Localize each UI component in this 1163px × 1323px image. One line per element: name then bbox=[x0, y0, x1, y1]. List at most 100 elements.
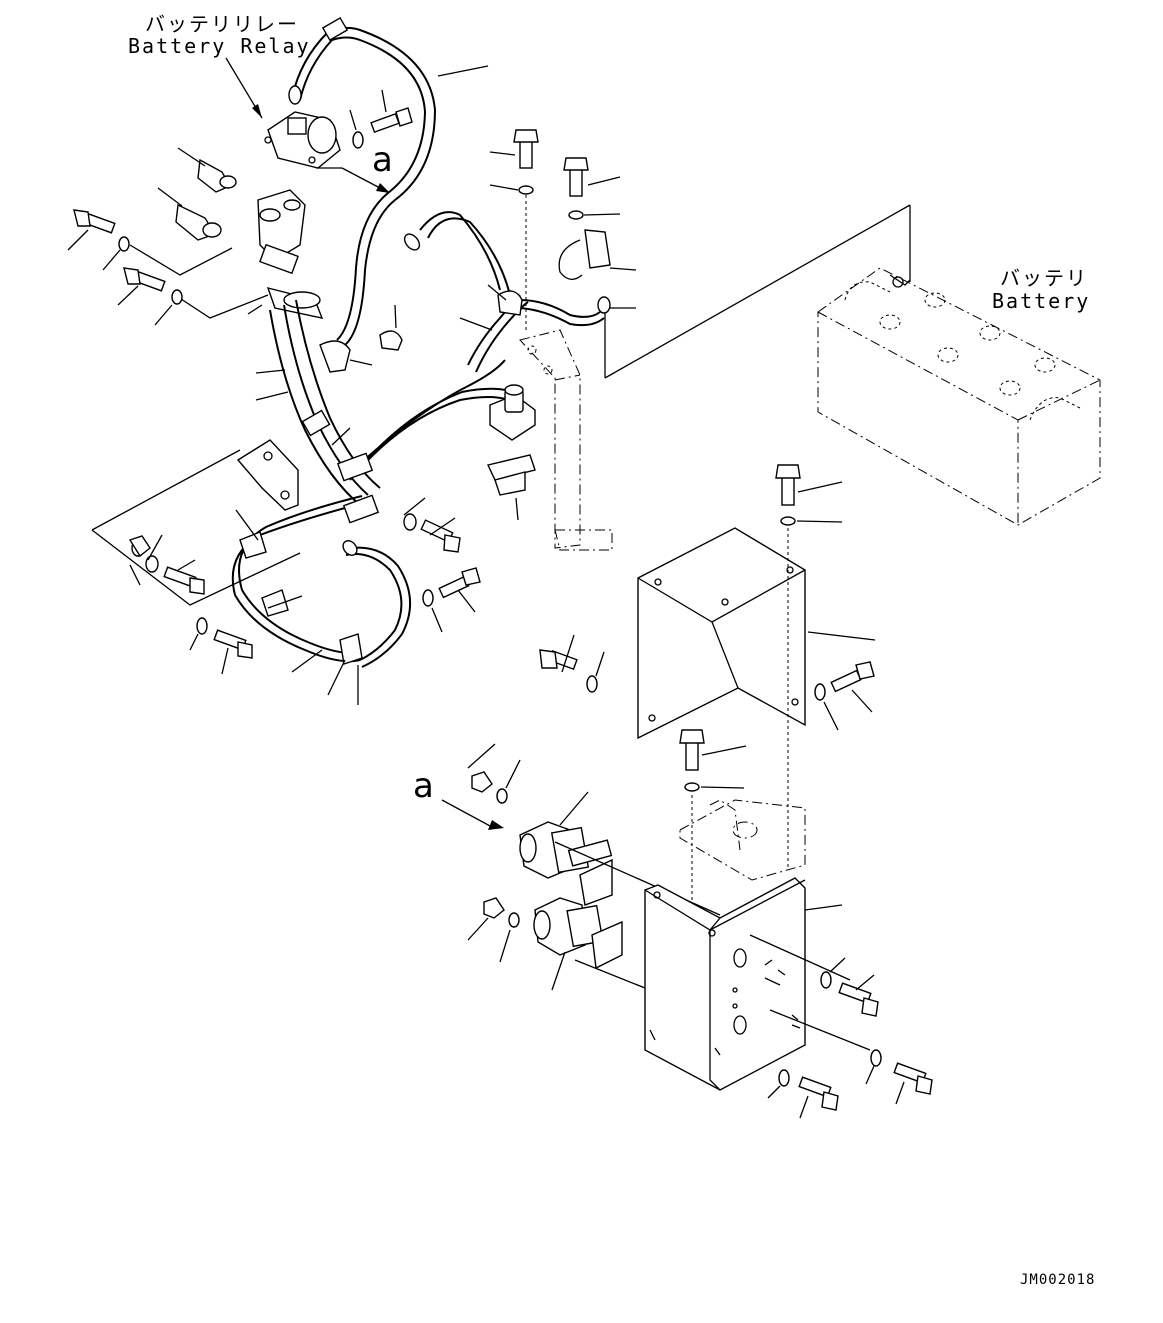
washer-lower-1 bbox=[496, 788, 508, 804]
cable-clamp-1 bbox=[319, 340, 373, 373]
leader-washer-cover-right bbox=[823, 701, 839, 731]
washer-top-center-1 bbox=[518, 185, 534, 195]
leader-clamp-6b bbox=[327, 659, 346, 696]
bolt-cover-top bbox=[775, 464, 843, 506]
leader-harness-5 bbox=[487, 284, 507, 301]
bolt-box-1 bbox=[838, 974, 879, 1017]
relay-lower-2 bbox=[533, 897, 623, 991]
terminal-cap bbox=[558, 229, 637, 280]
leader-left-3 bbox=[247, 304, 263, 315]
bolt-mid-1 bbox=[420, 517, 461, 553]
bolt-left-2 bbox=[117, 267, 166, 306]
leader-washer-mid-1 bbox=[403, 497, 426, 516]
battery-terminal bbox=[889, 274, 911, 288]
nut-left bbox=[128, 535, 151, 586]
leader-washer-lower-2 bbox=[499, 929, 511, 963]
washer-left-4 bbox=[145, 555, 159, 573]
drawing-code: JM002018 bbox=[1020, 1272, 1096, 1288]
view-a-label-bottom: a bbox=[413, 766, 434, 806]
connector-boots bbox=[157, 147, 237, 241]
battery-relay-label-en: Battery Relay bbox=[128, 34, 311, 58]
leader-washer-left-4 bbox=[147, 534, 163, 561]
bolt-relay bbox=[370, 89, 413, 134]
leader-relay-box bbox=[804, 904, 843, 911]
leader-washer-left-1 bbox=[102, 249, 121, 271]
bolt-cover-left bbox=[539, 634, 578, 673]
leader-left-1 bbox=[129, 244, 233, 276]
bracket-left bbox=[236, 439, 299, 511]
washer-left-2 bbox=[171, 289, 183, 305]
leader-washer-top-center-2 bbox=[583, 213, 621, 216]
battery bbox=[817, 267, 1101, 526]
leader-left-2 bbox=[174, 294, 269, 319]
leader-harness-2 bbox=[255, 391, 289, 401]
leader-bracket-1 bbox=[91, 449, 241, 531]
relay-lower-1 bbox=[519, 791, 613, 906]
leader-cover-plate bbox=[807, 631, 876, 641]
cable-top bbox=[288, 16, 437, 346]
leader-clamp-5 bbox=[267, 595, 303, 609]
washer-top-center-2 bbox=[568, 210, 584, 220]
ring-terminal bbox=[597, 296, 636, 314]
bolt-box-3 bbox=[798, 1076, 839, 1119]
cable-clamp-2 bbox=[379, 304, 403, 351]
terminal-block bbox=[257, 189, 324, 319]
bolt-left-3 bbox=[163, 559, 205, 595]
cover-plate bbox=[637, 527, 806, 740]
battery-cable-leader bbox=[604, 204, 911, 379]
battery-relay-label-jp: バッテリリレー bbox=[145, 12, 299, 36]
washer-left-5 bbox=[196, 617, 208, 635]
battery-label-jp: バッテリ bbox=[1000, 266, 1088, 290]
cable-clamp-5 bbox=[261, 589, 289, 617]
bolt-lower-bracket bbox=[679, 729, 747, 771]
leader-washer-box-3 bbox=[767, 1085, 781, 1099]
leader-washer-box-1 bbox=[829, 957, 846, 973]
view-a-line-bottom bbox=[441, 799, 492, 827]
washer-lower-bracket bbox=[684, 782, 700, 792]
leader-washer-cover-left bbox=[595, 651, 605, 677]
view-a-arrow-top bbox=[341, 167, 381, 189]
washer-cover-top bbox=[780, 516, 796, 526]
bolt-top-center-2 bbox=[563, 157, 621, 197]
washer-box-2 bbox=[870, 1049, 882, 1067]
nut-lower-1 bbox=[467, 743, 496, 793]
battery-label-en: Battery bbox=[992, 289, 1091, 313]
relay-box bbox=[644, 877, 806, 1091]
relay-mount-bracket bbox=[487, 384, 536, 521]
bolt-mid-2 bbox=[438, 567, 481, 613]
bolt-cover-right bbox=[830, 661, 875, 713]
bolt-left-4 bbox=[213, 629, 253, 675]
bolt-top-center-1 bbox=[489, 129, 539, 169]
washer-box-1 bbox=[820, 971, 832, 989]
leader-washer-mid-2 bbox=[431, 607, 443, 633]
relay-leader-arrow bbox=[252, 104, 262, 118]
battery-cell-caps bbox=[879, 292, 1056, 396]
leader-washer-left-5 bbox=[189, 633, 199, 651]
leader-harness-3 bbox=[331, 427, 351, 446]
nut-lower-2 bbox=[467, 897, 505, 941]
bolt-box-2 bbox=[893, 1062, 933, 1105]
leader-washer-box-2 bbox=[865, 1065, 875, 1085]
washer-box-3 bbox=[778, 1069, 790, 1087]
washer-cover-right bbox=[814, 683, 826, 701]
leader-harness-4 bbox=[459, 317, 493, 331]
leader-washer-top-center-1 bbox=[489, 184, 519, 191]
main-harness bbox=[231, 211, 605, 668]
washer-lower-2 bbox=[508, 912, 520, 928]
view-a-arrowhead-bottom bbox=[488, 820, 504, 830]
leader-harness-1 bbox=[255, 369, 286, 374]
washer-relay bbox=[349, 109, 364, 149]
washer-left-1 bbox=[118, 236, 130, 252]
leader-cable-top bbox=[437, 65, 489, 77]
stay-bracket bbox=[519, 329, 613, 551]
view-a-label-top: a bbox=[372, 140, 393, 180]
cable-clamp-4 bbox=[239, 531, 267, 559]
leader-washer-left-2 bbox=[154, 304, 173, 326]
leader-clamp-4 bbox=[235, 509, 259, 541]
relay-box-line-1 bbox=[749, 934, 851, 981]
washer-cover-left bbox=[586, 675, 598, 693]
leader-clamp-6 bbox=[291, 649, 323, 673]
battery-relay bbox=[264, 111, 341, 169]
lower-mount-bracket bbox=[679, 799, 806, 881]
